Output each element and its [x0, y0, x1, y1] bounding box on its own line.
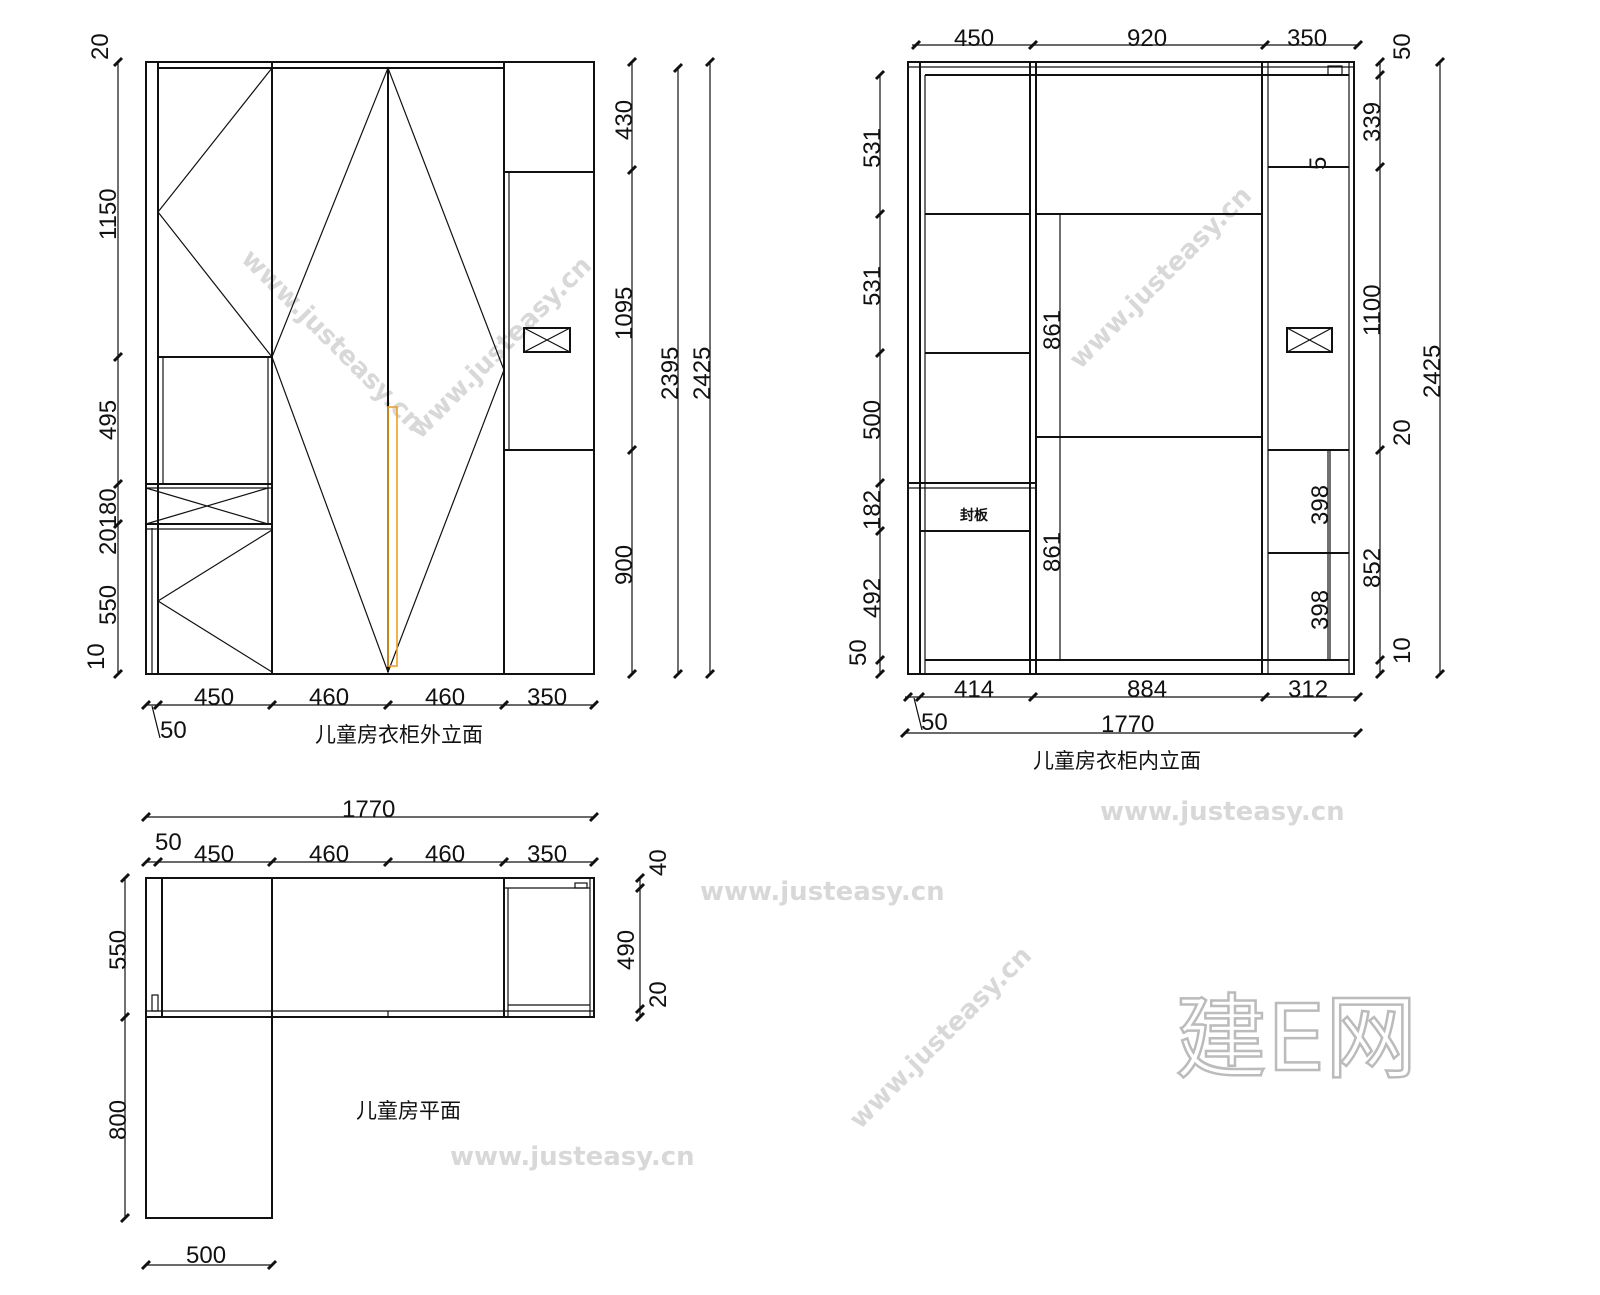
dim-label: 20 [645, 981, 672, 1008]
dim-label: 861 [1039, 310, 1066, 350]
watermarks: www.justeasy.cn www.justeasy.cn www.just… [235, 181, 1418, 1172]
watermark-text: www.justeasy.cn [1100, 797, 1345, 827]
dim-label: 20 [1389, 419, 1416, 446]
dim-label: 50 [921, 709, 948, 736]
dim-label: 2395 [657, 347, 684, 400]
dim-label: 350 [527, 841, 567, 868]
dim-label: 50 [1389, 33, 1416, 60]
dim-label: 450 [194, 841, 234, 868]
drawing-title: 儿童房平面 [356, 1099, 461, 1123]
box-icon [523, 327, 571, 353]
interior-elevation: 封板 861 861 398 398 5 450 920 350 531 531 [845, 25, 1446, 773]
watermark-text: www.justeasy.cn [404, 251, 598, 445]
watermark-text: www.justeasy.cn [450, 1142, 695, 1172]
dim-label: 312 [1288, 676, 1328, 703]
dim-label: 414 [954, 676, 994, 703]
dim-label: 20180 [95, 488, 122, 555]
watermark-text: www.justeasy.cn [1064, 181, 1258, 375]
dim-label: 531 [859, 266, 886, 306]
dim-label: 500 [859, 400, 886, 440]
dim-label: 460 [309, 684, 349, 711]
dim-label: 339 [1359, 102, 1386, 142]
dim-label: 430 [611, 100, 638, 140]
dim-label: 861 [1039, 532, 1066, 572]
dim-label: 550 [105, 930, 132, 970]
dim-label: 500 [186, 1242, 226, 1269]
exterior-elevation: 20 1150 495 20180 550 10 430 1095 900 23… [83, 33, 716, 747]
dim-label: 531 [859, 128, 886, 168]
drawer-label: 封板 [960, 507, 989, 524]
dim-label: 800 [105, 1100, 132, 1140]
dim-label: 20 [87, 33, 114, 60]
dim-label: 495 [95, 400, 122, 440]
dim-label: 182 [859, 490, 886, 530]
dim-label: 50 [845, 639, 872, 666]
dim-label: 350 [1287, 25, 1327, 52]
dim-label: 460 [425, 684, 465, 711]
dim-label: 10 [1389, 637, 1416, 664]
dim-label: 2425 [689, 347, 716, 400]
dim-label: 460 [309, 841, 349, 868]
dim-label: 492 [859, 578, 886, 618]
door-handle [387, 406, 398, 667]
dim-label: 460 [425, 841, 465, 868]
dim-label: 884 [1127, 676, 1167, 703]
dim-label: 550 [95, 585, 122, 625]
watermark-text: www.justeasy.cn [844, 941, 1038, 1135]
dim-label: 852 [1359, 548, 1386, 588]
dim-label: 50 [160, 717, 187, 744]
drawing-title: 儿童房衣柜内立面 [1033, 749, 1201, 773]
plan-view: 1770 50 450 460 460 350 550 800 40 490 2… [105, 796, 672, 1271]
dim-label: 1100 [1359, 284, 1386, 336]
dim-label: 1095 [611, 287, 638, 340]
dim-label: 1770 [1101, 711, 1154, 738]
watermark-logo: 建E网 [1175, 985, 1417, 1092]
dim-label: 40 [645, 849, 672, 876]
dim-label: 450 [954, 25, 994, 52]
dim-label: 50 [155, 829, 182, 856]
dim-label: 350 [527, 684, 567, 711]
dim-label: 920 [1127, 25, 1167, 52]
dim-label: 2425 [1419, 345, 1446, 398]
watermark-text: www.justeasy.cn [700, 877, 945, 907]
watermark-text: www.justeasy.cn [235, 244, 429, 438]
dim-label: 1150 [95, 188, 122, 240]
drawing-title: 儿童房衣柜外立面 [315, 723, 483, 747]
box-icon [1286, 327, 1333, 353]
dim-label: 490 [613, 930, 640, 970]
dim-label: 398 [1307, 590, 1334, 630]
dim-label: 1770 [342, 796, 395, 823]
dim-label: 5 [1305, 157, 1332, 170]
dim-label: 900 [611, 545, 638, 585]
dim-label: 10 [83, 643, 110, 670]
dim-label: 450 [194, 684, 234, 711]
dim-label: 398 [1307, 485, 1334, 525]
